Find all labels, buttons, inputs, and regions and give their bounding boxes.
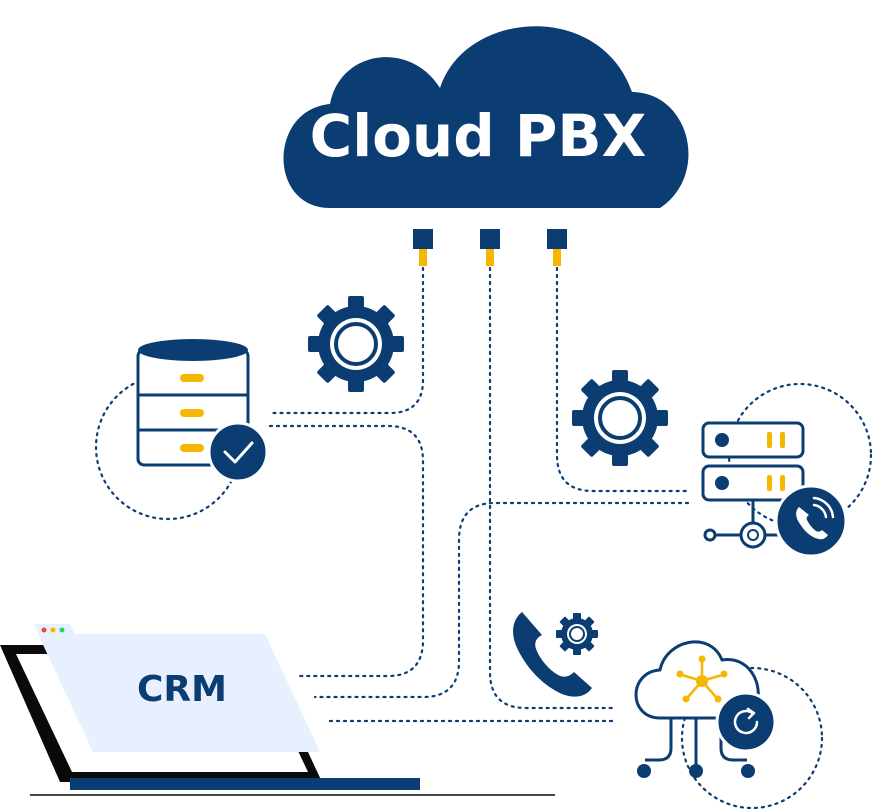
cloud-title: Cloud PBX [310,102,647,170]
line-connector1-database [268,266,425,415]
database-check-icon [136,339,269,483]
connection-lines [94,266,873,809]
small-gear-icon [556,613,598,655]
line-server-crm [313,501,690,699]
crm-label: CRM [137,669,227,710]
window-minimize-dot [50,627,56,633]
window-maximize-dot [59,627,65,633]
window-close-dot [41,627,47,633]
connector-plug-3 [547,229,567,266]
phone-badge-icon [774,484,848,558]
gear-icon [572,370,668,466]
laptop-icon: CRM [0,624,555,796]
connector-plug-2 [480,229,500,266]
cloud-network-dotted-ring [680,666,824,809]
refresh-badge-icon [715,691,777,753]
gear-icon [308,296,404,392]
line-connector3-server [555,266,690,493]
cloud-icon: Cloud PBX [283,26,689,209]
cloud-network-refresh-icon [634,640,777,778]
line-connector2-cloud-network [488,266,617,710]
crm-window: CRM [34,624,320,752]
server-phone-icon [701,421,848,558]
phone-gear-icon [513,612,598,697]
connector-plug-1 [413,229,433,266]
cloud-connectors [413,229,567,266]
check-badge-icon [207,421,269,483]
line-database-crm [268,424,425,678]
